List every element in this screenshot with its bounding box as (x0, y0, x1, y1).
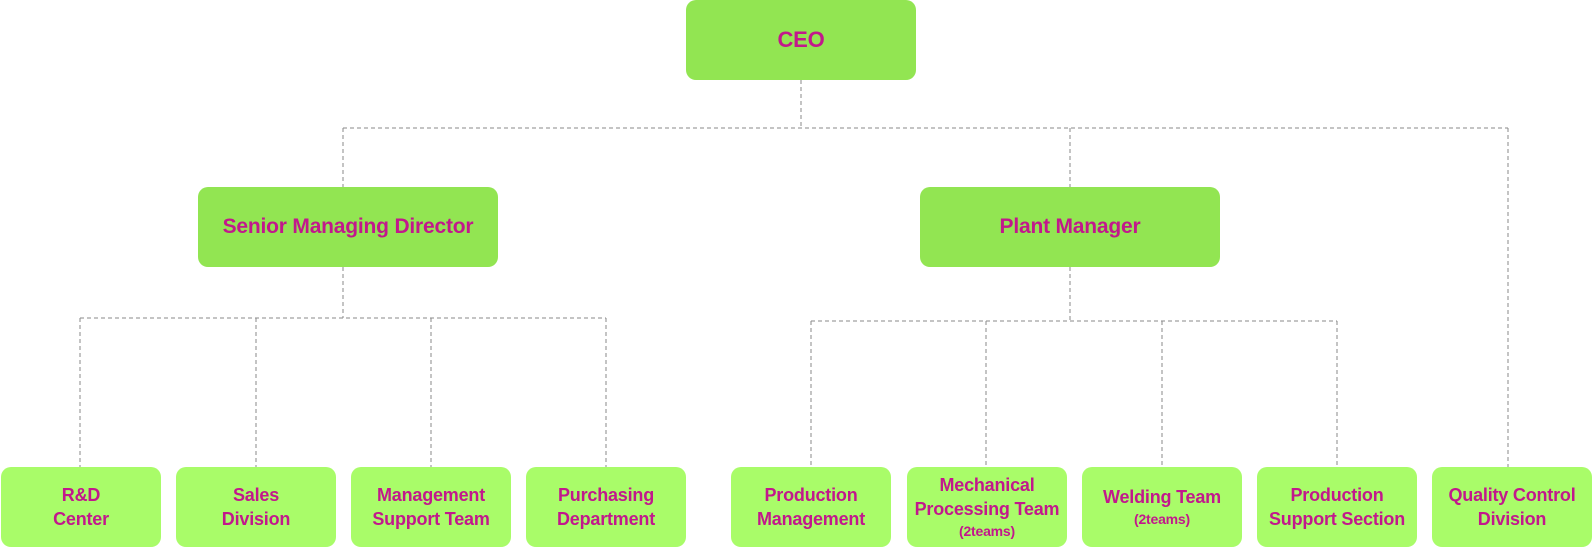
team-label-line: Department (556, 509, 656, 529)
rnd-center-box: R&D Center (1, 467, 161, 547)
team-label-line: Division (1477, 509, 1547, 529)
team-label-line: Mechanical (939, 475, 1035, 495)
production-support-section-box: Production Support Section (1257, 467, 1417, 547)
team-label-line: Management (756, 509, 866, 529)
purchasing-department-box: Purchasing Department (526, 467, 686, 547)
plant-manager-box: Plant Manager (920, 187, 1220, 267)
team-label-line: Quality Control (1448, 485, 1576, 505)
team-label-line: Sales (232, 485, 280, 505)
team-label-line: Center (53, 509, 109, 529)
team-label-line: Production (1290, 485, 1384, 505)
team-label-line: Division (221, 509, 291, 529)
mechanical-processing-team-box: Mechanical Processing Team (2teams) (907, 467, 1067, 547)
team-label-line: Management (376, 485, 486, 505)
team-label-line: Welding Team (1103, 487, 1221, 507)
team-label-line: Support Team (372, 509, 490, 529)
team-label-line: Production (764, 485, 858, 505)
plant-manager-label: Plant Manager (999, 215, 1141, 238)
production-management-box: Production Management (731, 467, 891, 547)
welding-team-box: Welding Team (2teams) (1082, 467, 1242, 547)
ceo-label: CEO (777, 27, 825, 52)
team-label-line: Purchasing (557, 485, 655, 505)
team-label-line: Support Section (1269, 509, 1405, 529)
senior-managing-director-label: Senior Managing Director (222, 215, 474, 238)
quality-control-division-box: Quality Control Division (1432, 467, 1592, 547)
ceo-box: CEO (686, 0, 916, 80)
senior-managing-director-box: Senior Managing Director (198, 187, 498, 267)
sales-division-box: Sales Division (176, 467, 336, 547)
team-count-note: (2teams) (1134, 511, 1190, 527)
team-count-note: (2teams) (959, 523, 1015, 539)
team-label-line: R&D (61, 485, 101, 505)
team-label-line: Processing Team (914, 499, 1060, 519)
management-support-team-box: Management Support Team (351, 467, 511, 547)
